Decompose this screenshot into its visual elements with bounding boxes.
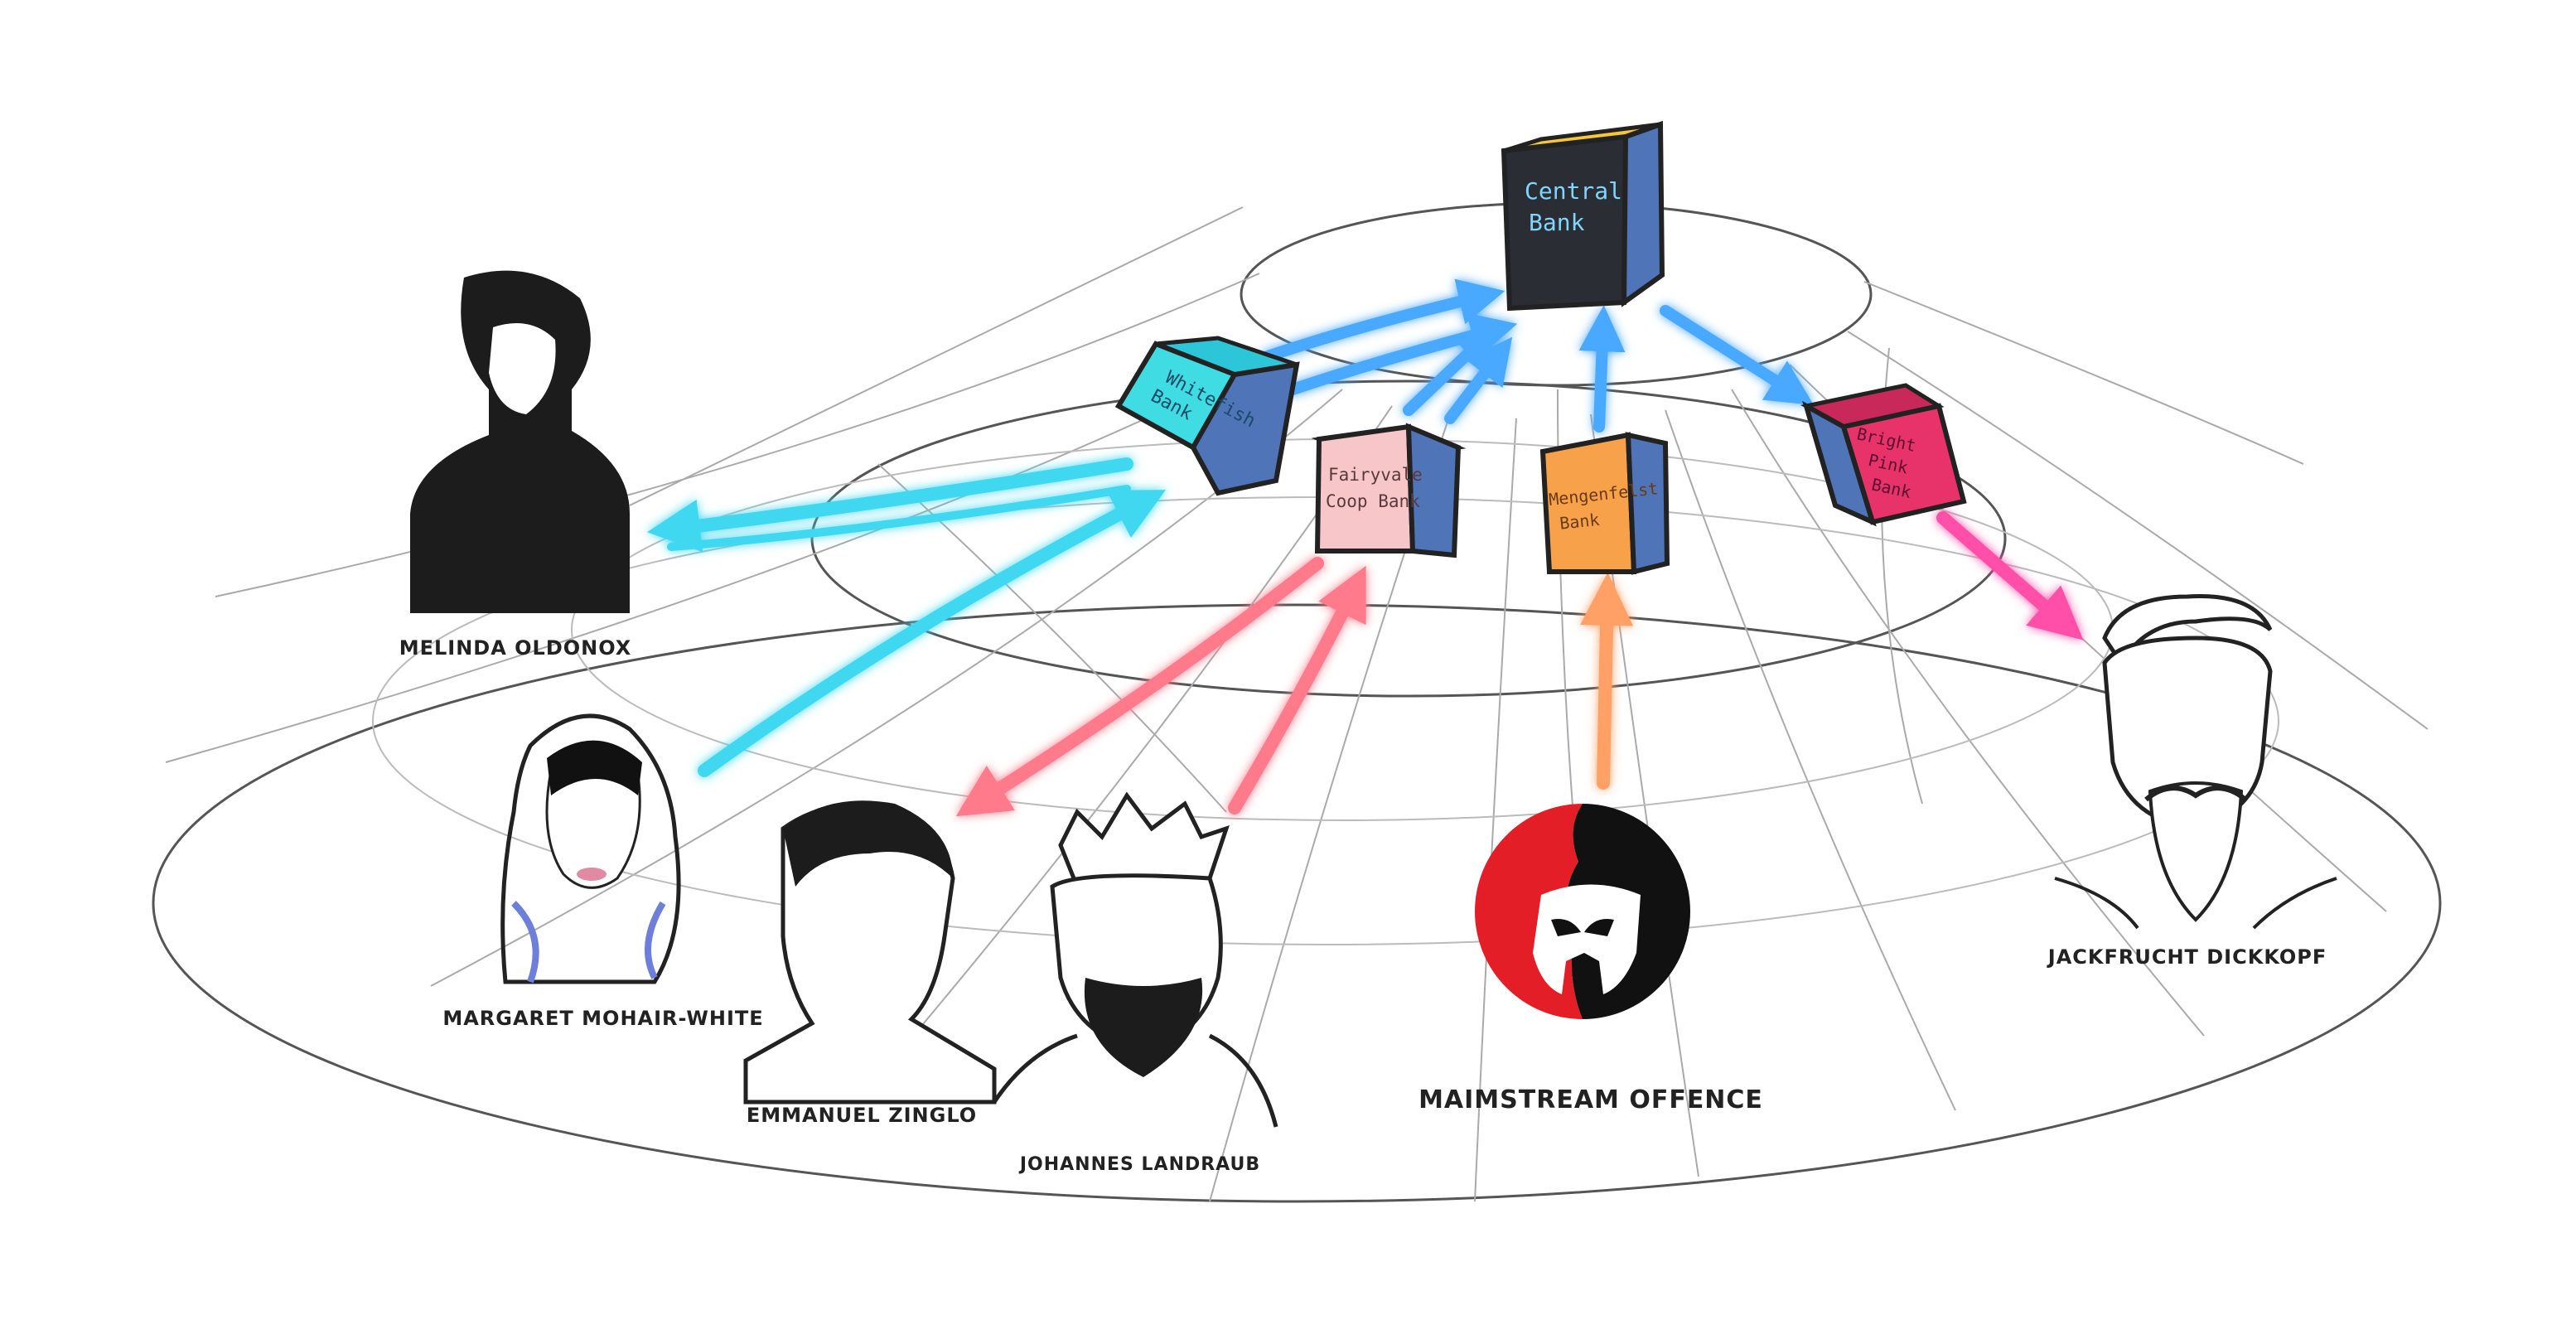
arrow-brightpink-to-jackfrucht <box>1936 511 2084 640</box>
jackfrucht-portrait <box>2054 594 2337 930</box>
emmanuel-portrait <box>743 800 997 1105</box>
arrow-fairyvale-to-central-2 <box>1444 336 1513 424</box>
brightpink-bank-cube: Bright Pink Bank <box>1800 383 1967 527</box>
spartan-helmet-logo <box>1475 804 1690 1019</box>
melinda-portrait <box>410 270 630 613</box>
person-label-johannes: JOHANNES LANDRAUB <box>1019 1154 1261 1175</box>
person-label-margaret: MARGARET MOHAIR-WHITE <box>442 1007 764 1030</box>
arrow-fairyvale-to-emmanuel <box>955 557 1324 817</box>
arrow-whitefish-to-central <box>1262 278 1505 362</box>
central-bank-label: Central Bank <box>1525 177 1636 236</box>
middle-ellipse <box>810 379 2007 698</box>
arrow-johannes-to-fairyvale <box>1228 565 1366 815</box>
arrow-central-to-brightpink <box>1660 305 1815 406</box>
person-label-jackfrucht: JACKFRUCHT DICKKOPF <box>2047 945 2327 969</box>
person-label-emmanuel: EMMANUEL ZINGLO <box>746 1104 978 1127</box>
arrow-whitefish-to-melinda-2 <box>667 485 1131 551</box>
fairyvale-bank-cube: Fairyvale Coop Bank <box>1311 423 1467 558</box>
mengenfelst-bank-cube: Mengenfelst Bank <box>1539 432 1670 575</box>
margaret-portrait <box>500 713 681 984</box>
arrow-mengenfelst-to-central <box>1578 305 1626 433</box>
arrow-margaret-to-whitefish <box>698 490 1167 777</box>
central-bank-cube: Central Bank <box>1501 120 1665 312</box>
person-label-melinda: MELINDA OLDONOX <box>399 636 632 660</box>
arrow-maimstream-to-mengenfelst <box>1580 572 1634 790</box>
pyramid-structure <box>152 201 2442 1203</box>
arrow-whitefish-to-melinda <box>646 457 1133 553</box>
person-label-maimstream: MAIMSTREAM OFFENCE <box>1418 1085 1763 1114</box>
johannes-portrait <box>992 791 1278 1128</box>
arrows <box>646 278 2084 817</box>
whitefish-bank-cube: Whitefish Bank <box>1114 336 1300 496</box>
fairyvale-bank-label: Fairyvale Coop Bank <box>1326 465 1433 511</box>
outer-ellipse <box>152 603 2442 1203</box>
